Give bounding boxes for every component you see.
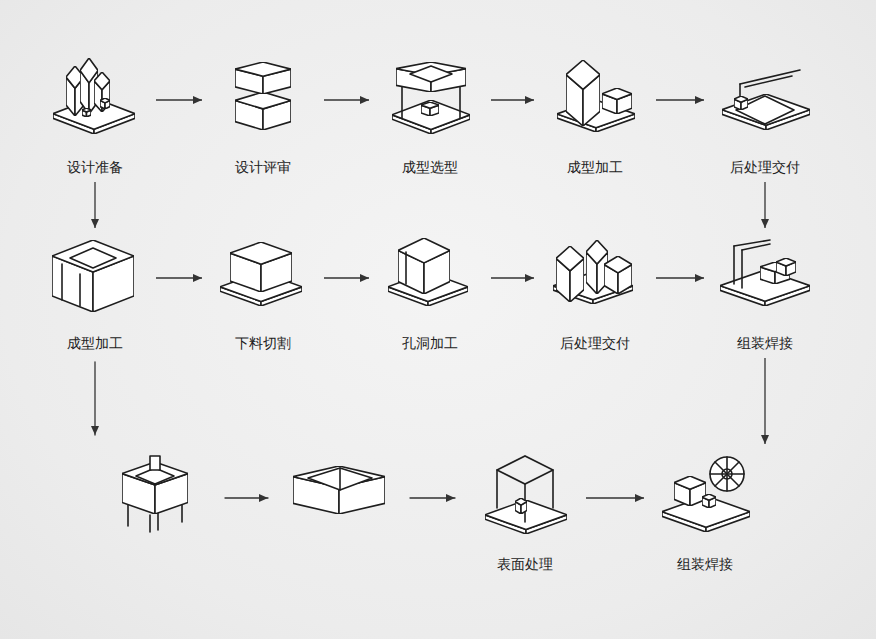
flow-arrow — [94, 182, 95, 228]
step-label: 孔洞加工 — [400, 334, 460, 352]
process-step: 成型加工 — [40, 232, 150, 352]
step-label: 组装焊接 — [735, 334, 795, 352]
flow-arrow — [656, 99, 704, 100]
process-step: 孔洞加工 — [375, 232, 485, 352]
flow-arrow — [491, 99, 534, 100]
step-label: 表面处理 — [495, 555, 555, 573]
process-step: 组装焊接 — [710, 232, 820, 352]
process-step: 成型加工 — [540, 52, 650, 176]
flow-arrow — [156, 99, 202, 100]
flow-arrow — [586, 497, 644, 498]
step-label: 后处理交付 — [728, 158, 802, 176]
flow-arrow — [491, 277, 534, 278]
flow-arrow — [764, 182, 765, 228]
process-step: 后处理交付 — [540, 232, 650, 352]
step-label: 成型加工 — [65, 334, 125, 352]
flow-arrow — [656, 277, 704, 278]
process-step: 设计评审 — [208, 52, 318, 176]
process-step: 下料切割 — [208, 232, 318, 352]
flow-arrow — [324, 277, 369, 278]
process-step: 设计准备 — [40, 52, 150, 176]
flow-arrow — [156, 277, 202, 278]
step-label: 组装焊接 — [675, 555, 735, 573]
flow-arrow — [324, 99, 369, 100]
step-label: 成型选型 — [400, 158, 460, 176]
step-label: 设计评审 — [233, 158, 293, 176]
step-label: 成型加工 — [565, 158, 625, 176]
process-step: 后处理交付 — [710, 52, 820, 176]
step-label: 设计准备 — [65, 158, 125, 176]
process-step: 组装焊接 — [650, 448, 760, 573]
process-step: 表面处理 — [470, 448, 580, 573]
step-label: 下料切割 — [233, 334, 293, 352]
step-label: 后处理交付 — [558, 334, 632, 352]
flow-arrow — [764, 358, 765, 444]
process-step: 成型选型 — [375, 52, 485, 176]
